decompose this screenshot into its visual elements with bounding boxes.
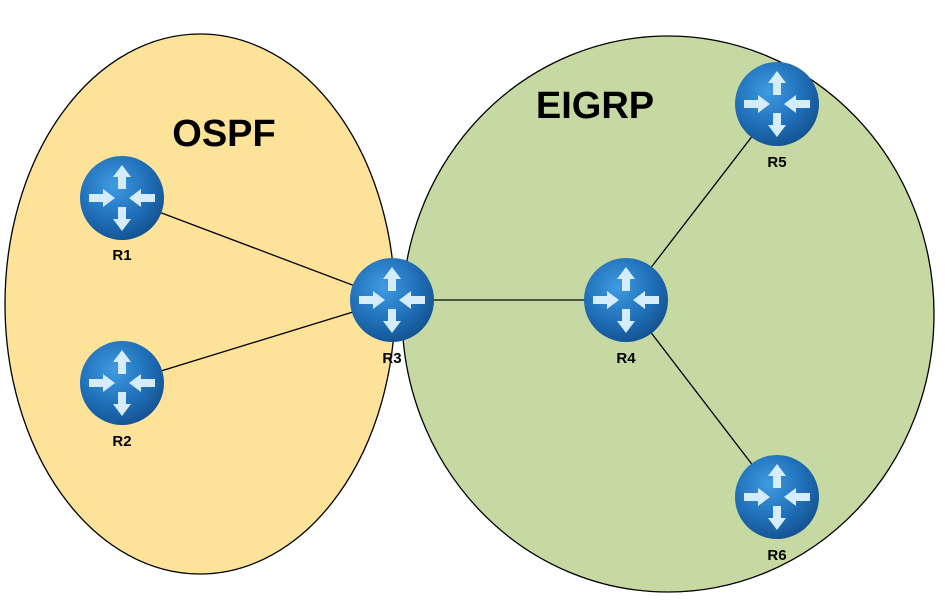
router-r6-label: R6 xyxy=(767,547,786,564)
router-r6[interactable]: R6 xyxy=(735,455,819,564)
router-r4[interactable]: R4 xyxy=(584,258,668,367)
router-icon xyxy=(735,62,819,146)
router-icon xyxy=(735,455,819,539)
link-r1-r3 xyxy=(121,197,393,301)
router-r1[interactable]: R1 xyxy=(80,156,164,264)
router-icon xyxy=(80,341,164,425)
eigrp-area-label: EIGRP xyxy=(536,85,654,127)
router-r2-label: R2 xyxy=(112,433,131,450)
eigrp-area xyxy=(401,35,935,593)
router-r3[interactable]: R3 xyxy=(350,258,434,367)
router-icon xyxy=(350,258,434,342)
router-r1-label: R1 xyxy=(112,247,131,264)
ospf-area-label: OSPF xyxy=(172,113,275,155)
link-r2-r3 xyxy=(121,299,393,384)
router-r3-label: R3 xyxy=(382,350,401,367)
router-icon xyxy=(80,156,164,240)
router-r2[interactable]: R2 xyxy=(80,341,164,450)
router-r5-label: R5 xyxy=(767,154,786,171)
router-r5[interactable]: R5 xyxy=(735,62,819,171)
router-icon xyxy=(584,258,668,342)
router-r4-label: R4 xyxy=(616,350,636,367)
